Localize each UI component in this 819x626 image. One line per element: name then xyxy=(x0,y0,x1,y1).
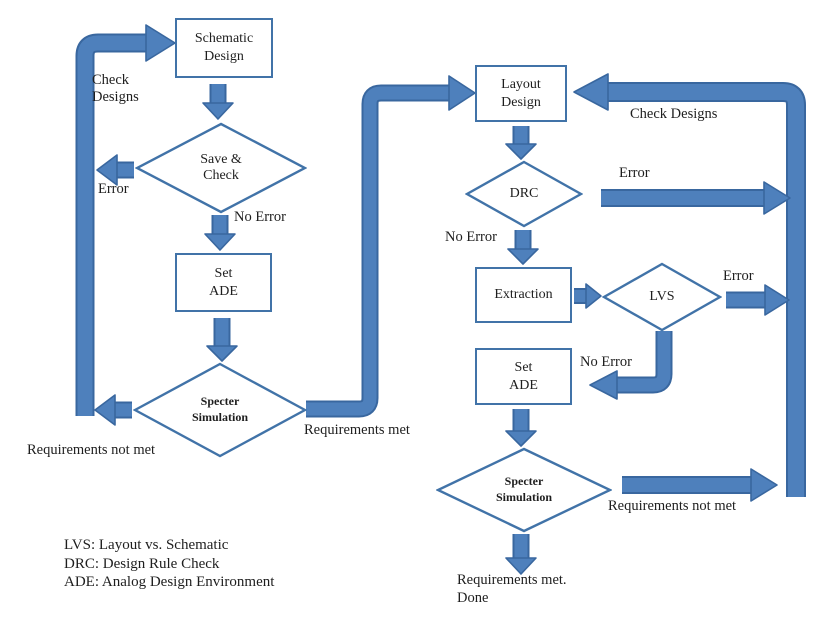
arrow-check-designs-right xyxy=(573,73,806,497)
label-check-designs-right: Check Designs xyxy=(630,106,718,122)
label-requirements-met-done: Requirements met. Done xyxy=(457,572,567,607)
label-error-lvs: Error xyxy=(723,268,754,284)
legend-line-ade: ADE: Analog Design Environment xyxy=(64,574,275,590)
node-layout-design: Layout Design xyxy=(475,65,567,122)
node-lvs: LVS xyxy=(602,262,722,332)
arrow-setade-to-specter-left xyxy=(206,318,238,362)
arrow-savecheck-to-setade xyxy=(204,215,236,251)
node-specter-simulation-right: Specter Simulation xyxy=(436,447,612,533)
label-no-error-save-check: No Error xyxy=(234,209,286,225)
diamond-shape xyxy=(133,362,307,458)
arrow-error-drc xyxy=(601,181,791,215)
node-label: Extraction xyxy=(494,287,553,303)
arrow-drc-to-extraction xyxy=(507,230,539,265)
arrow-check-designs-left xyxy=(75,24,176,416)
node-label: Schematic Design xyxy=(194,31,254,64)
node-set-ade-left: Set ADE xyxy=(175,253,272,312)
legend-line-lvs: LVS: Layout vs. Schematic xyxy=(64,537,229,553)
arrow-layout-to-drc xyxy=(505,126,537,160)
node-label: Set ADE xyxy=(509,359,538,393)
label-error-save-check: Error xyxy=(98,181,129,197)
arrow-setade-to-specter-right xyxy=(505,409,537,447)
node-schematic-design: Schematic Design xyxy=(175,18,273,78)
node-specter-simulation-left: Specter Simulation xyxy=(133,362,307,458)
arrow-schematic-to-savecheck xyxy=(202,84,234,120)
node-label: Layout Design xyxy=(501,76,541,110)
diamond-shape xyxy=(465,160,583,228)
arrow-requirements-not-met-right xyxy=(622,468,778,502)
node-label: Set ADE xyxy=(209,265,238,299)
label-requirements-not-met-left: Requirements not met xyxy=(27,442,156,458)
legend: LVS: Layout vs. Schematic DRC: Design Ru… xyxy=(64,536,274,592)
node-set-ade-right: Set ADE xyxy=(475,348,572,405)
arrow-no-error-lvs xyxy=(589,331,673,400)
node-label: Specter Simulation xyxy=(495,474,552,504)
label-no-error-drc: No Error xyxy=(445,229,497,245)
node-label: Save & Check xyxy=(200,152,242,183)
label-error-drc: Error xyxy=(619,165,650,181)
diamond-shape xyxy=(602,262,722,332)
arrow-extraction-to-lvs xyxy=(574,283,602,309)
arrow-error-lvs xyxy=(726,284,790,316)
label-no-error-lvs: No Error xyxy=(580,354,632,370)
node-label: LVS xyxy=(649,289,675,304)
diamond-shape xyxy=(436,447,612,533)
arrow-specter-to-done xyxy=(505,534,537,575)
node-label: Specter Simulation xyxy=(191,394,248,424)
arrow-error-save-check xyxy=(96,154,134,186)
arrow-requirements-met xyxy=(306,75,476,418)
diamond-shape xyxy=(135,122,307,214)
label-requirements-not-met-right: Requirements not met xyxy=(608,498,737,514)
node-save-check: Save & Check xyxy=(135,122,307,214)
node-drc: DRC xyxy=(465,160,583,228)
node-label: DRC xyxy=(509,186,539,201)
legend-line-drc: DRC: Design Rule Check xyxy=(64,555,220,572)
label-check-designs-left: Check Designs xyxy=(92,72,139,105)
node-extraction: Extraction xyxy=(475,267,572,323)
label-requirements-met: Requirements met xyxy=(304,422,410,438)
arrow-requirements-not-met-left xyxy=(94,394,132,426)
